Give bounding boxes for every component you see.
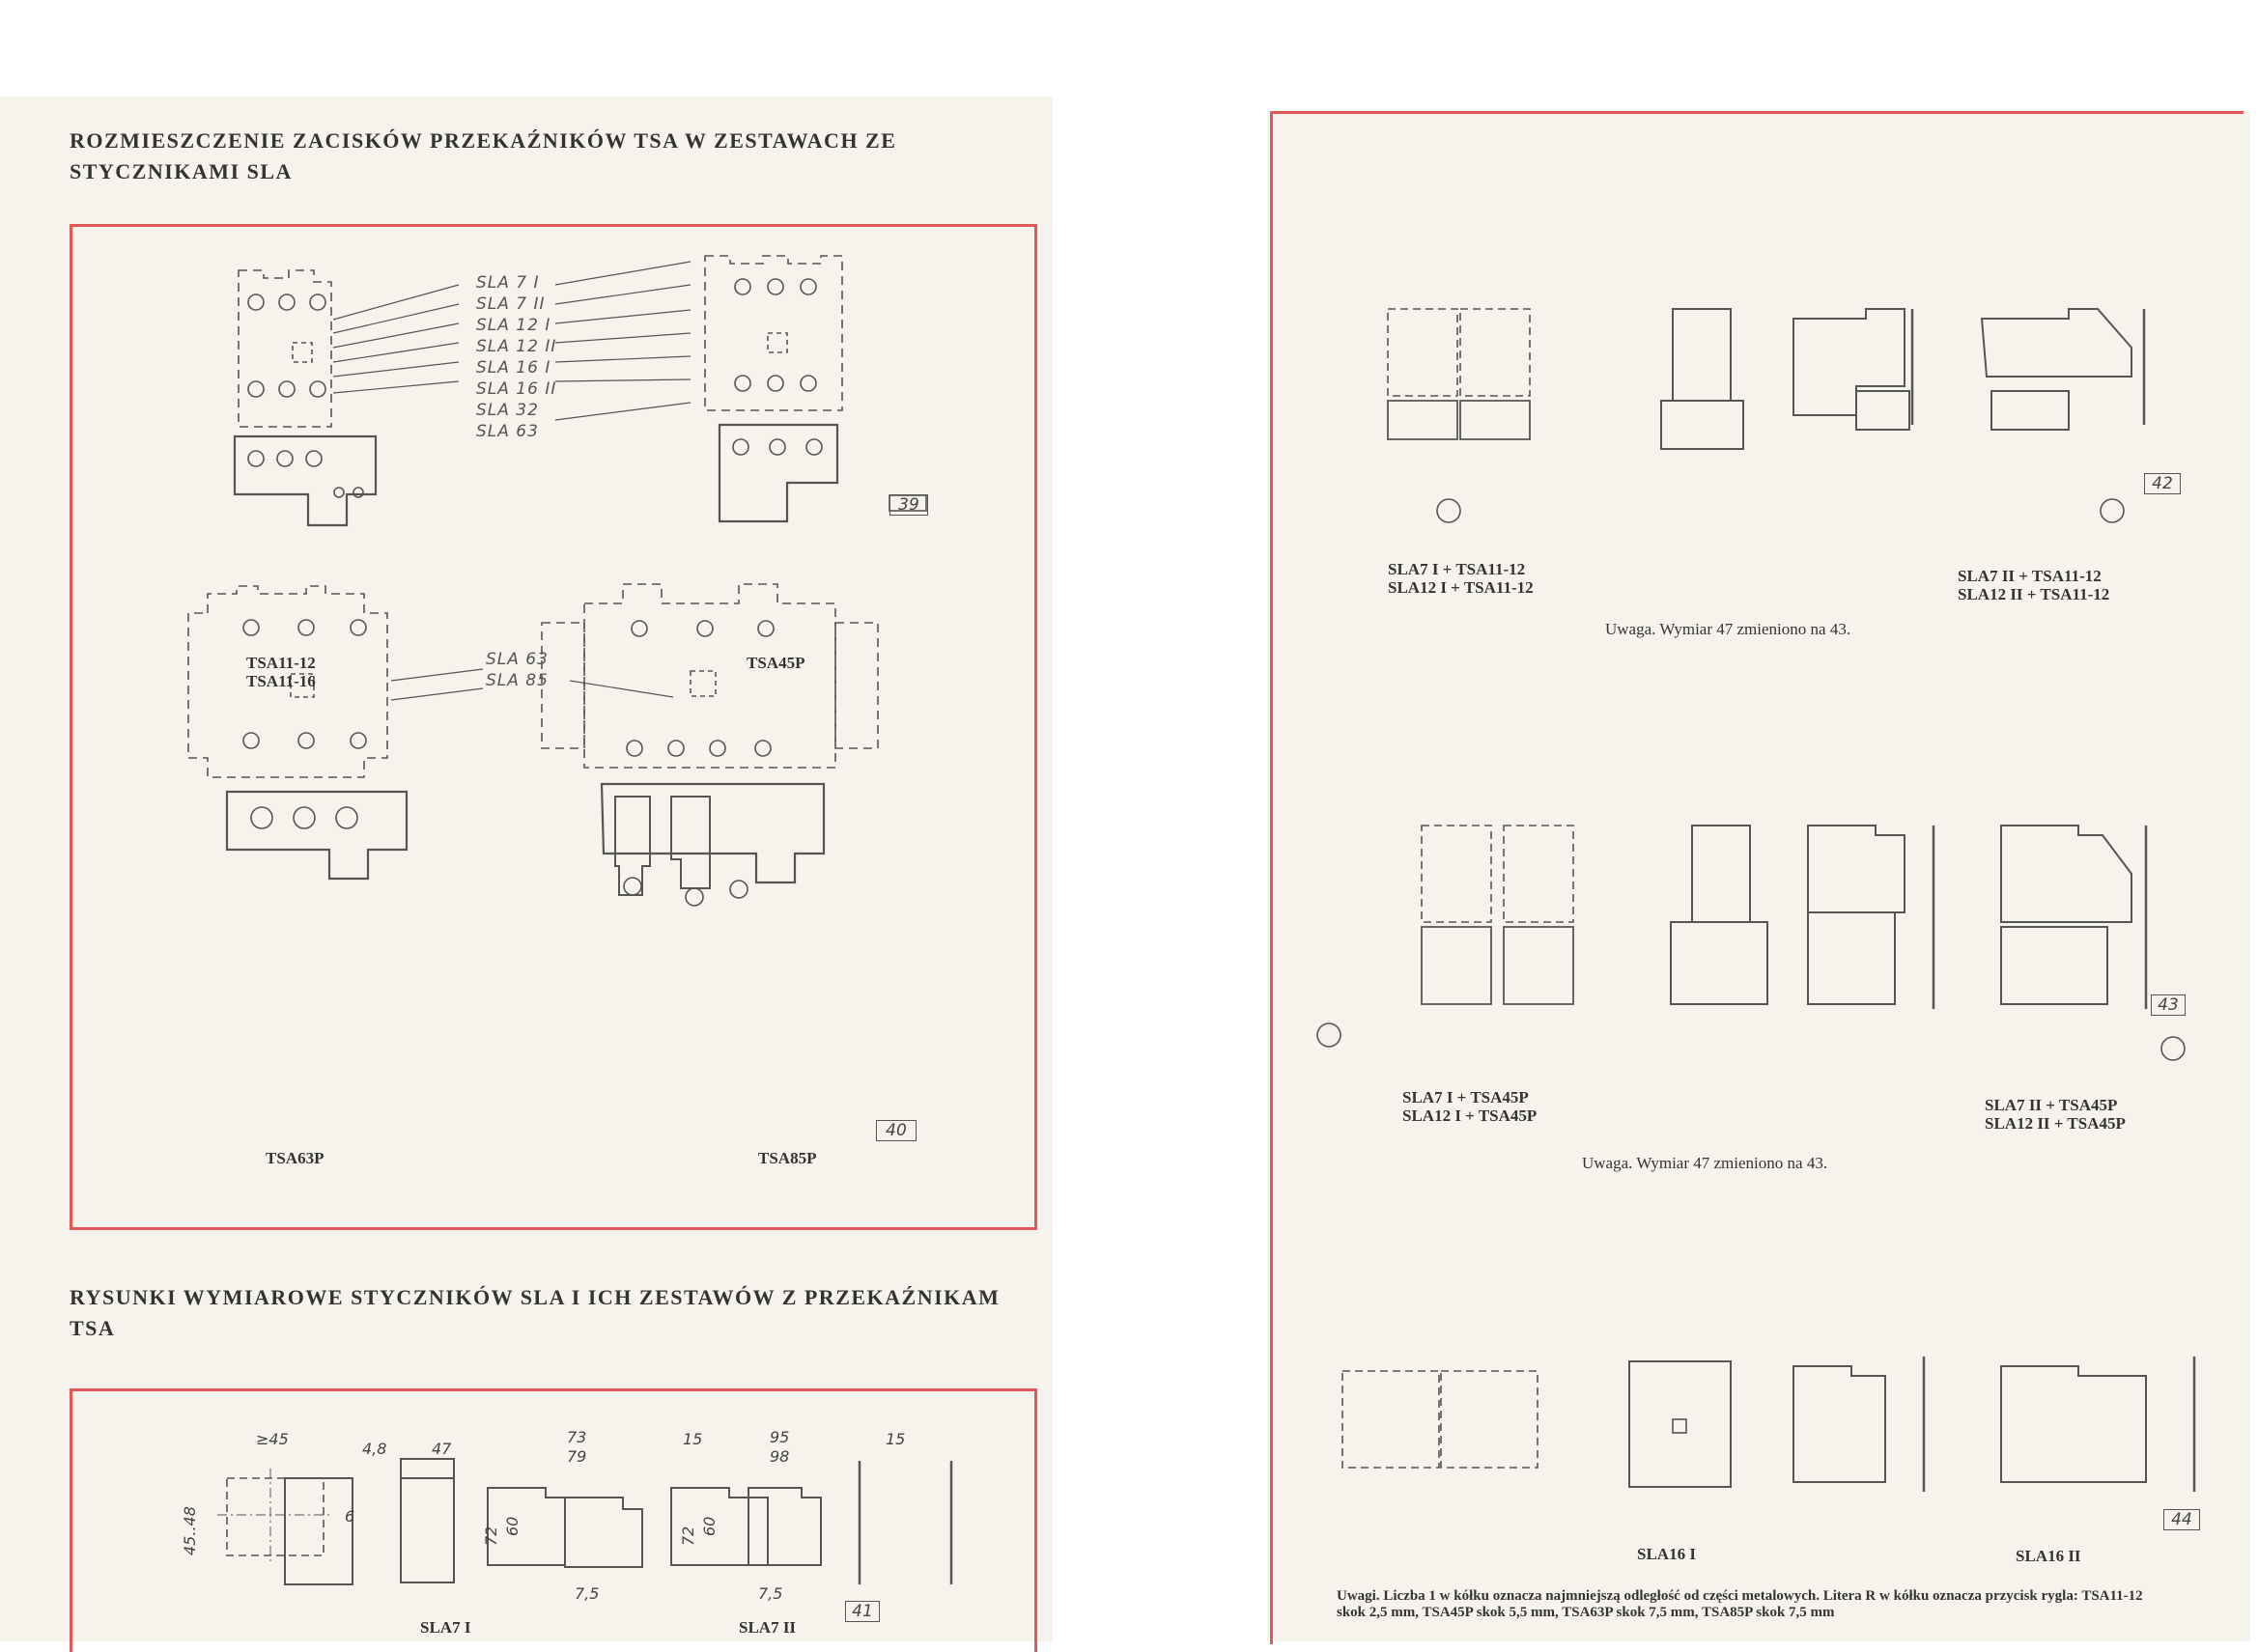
figure-number-43: 43 bbox=[2151, 994, 2186, 1016]
sla7-dimension-drawing bbox=[217, 1458, 953, 1585]
figure-number-41: 41 bbox=[845, 1601, 880, 1622]
dim-4-8: 4,8 bbox=[362, 1440, 387, 1458]
caption-sla16-ii: SLA16 II bbox=[2016, 1547, 2081, 1565]
dim-98: 98 bbox=[770, 1447, 790, 1466]
dim-7-5-a: 7,5 bbox=[575, 1584, 600, 1603]
heading-dimension-drawings: RYSUNKI WYMIAROWE STYCZNIKÓW SLA I ICH Z… bbox=[70, 1285, 1001, 1340]
left-page: ROZMIESZCZENIE ZACISKÓW PRZEKAŹNIKÓW TSA… bbox=[0, 97, 1053, 1652]
bottom-note: Uwagi. Liczba 1 w kółku oznacza najmniej… bbox=[1337, 1588, 2143, 1620]
dim-79: 79 bbox=[567, 1447, 587, 1466]
sla-label-6: SLA 16 II bbox=[476, 379, 557, 399]
caption-sla7ii-tsa11: SLA7 II + TSA11-12 bbox=[1958, 567, 2102, 585]
dim-15-b: 15 bbox=[886, 1430, 906, 1448]
figure-number-39: 39 bbox=[889, 494, 928, 516]
sla-label-4: SLA 12 II bbox=[476, 337, 557, 356]
dim-72-b: 72 bbox=[679, 1526, 697, 1546]
caption-sla16-i: SLA16 I bbox=[1637, 1545, 1696, 1563]
figure-frame-39-40: SLA 7 I SLA 7 II SLA 12 I SLA 12 II SLA … bbox=[70, 224, 1037, 1230]
sla-label-63: SLA 63 bbox=[486, 650, 549, 669]
dim-72-a: 72 bbox=[482, 1526, 500, 1546]
caption-tsa85p: TSA85P bbox=[758, 1149, 817, 1167]
sla-label-1: SLA 7 I bbox=[476, 273, 540, 293]
dim-60-b: 60 bbox=[700, 1516, 719, 1536]
relay-terminal-drawings bbox=[187, 255, 927, 907]
dim-60-a: 60 bbox=[503, 1516, 522, 1536]
figure-number-42: 42 bbox=[2144, 473, 2181, 494]
caption-sla7-ii: SLA7 II bbox=[739, 1618, 797, 1637]
note-fig43: Uwaga. Wymiar 47 zmieniono na 43. bbox=[1582, 1154, 1828, 1172]
sla-label-7: SLA 32 bbox=[476, 401, 539, 420]
dim-7-5-b: 7,5 bbox=[758, 1584, 783, 1603]
caption-sla12ii-tsa11: SLA12 II + TSA11-12 bbox=[1958, 585, 2110, 603]
dim-47: 47 bbox=[432, 1440, 452, 1458]
dim-ge45: ≥45 bbox=[256, 1430, 289, 1448]
figure-number-44: 44 bbox=[2163, 1509, 2200, 1530]
caption-tsa11-12: TSA11-12 bbox=[246, 654, 316, 672]
sla-label-85: SLA 85 bbox=[486, 671, 549, 690]
dim-95: 95 bbox=[770, 1428, 790, 1446]
dim-45-48: 45..48 bbox=[181, 1506, 199, 1555]
figure-frame-41: ≥45 4,8 47 73 79 15 95 98 15 45..48 6 72… bbox=[70, 1388, 1037, 1652]
dim-73: 73 bbox=[567, 1428, 587, 1446]
combination-dimension-drawings bbox=[1316, 308, 2196, 1492]
right-page: SLA7 I + TSA11-12 SLA12 I + TSA11-12 SLA… bbox=[1267, 111, 2250, 1644]
caption-sla12i-tsa11: SLA12 I + TSA11-12 bbox=[1388, 578, 1534, 597]
caption-tsa11-16: TSA11-16 bbox=[246, 672, 316, 690]
caption-sla12i-tsa45: SLA12 I + TSA45P bbox=[1402, 1106, 1538, 1125]
sla-label-5: SLA 16 I bbox=[476, 358, 551, 378]
caption-sla7-i: SLA7 I bbox=[420, 1618, 471, 1637]
dim-6: 6 bbox=[345, 1507, 355, 1526]
caption-sla7i-tsa45: SLA7 I + TSA45P bbox=[1402, 1088, 1529, 1106]
heading-terminal-layout: ROZMIESZCZENIE ZACISKÓW PRZEKAŹNIKÓW TSA… bbox=[70, 128, 897, 183]
caption-sla12ii-tsa45: SLA12 II + TSA45P bbox=[1985, 1114, 2126, 1133]
note-fig42: Uwaga. Wymiar 47 zmieniono na 43. bbox=[1605, 620, 1851, 638]
dim-15-a: 15 bbox=[683, 1430, 703, 1448]
sla-label-8: SLA 63 bbox=[476, 422, 539, 441]
caption-tsa45p: TSA45P bbox=[747, 654, 805, 672]
caption-sla7ii-tsa45: SLA7 II + TSA45P bbox=[1985, 1096, 2118, 1114]
sla-label-2: SLA 7 II bbox=[476, 294, 546, 314]
right-page-frame bbox=[1270, 111, 2244, 1644]
caption-tsa63p: TSA63P bbox=[266, 1149, 325, 1167]
figure-number-40: 40 bbox=[876, 1120, 917, 1141]
sla-label-3: SLA 12 I bbox=[476, 316, 551, 335]
caption-sla7i-tsa11: SLA7 I + TSA11-12 bbox=[1388, 560, 1526, 578]
